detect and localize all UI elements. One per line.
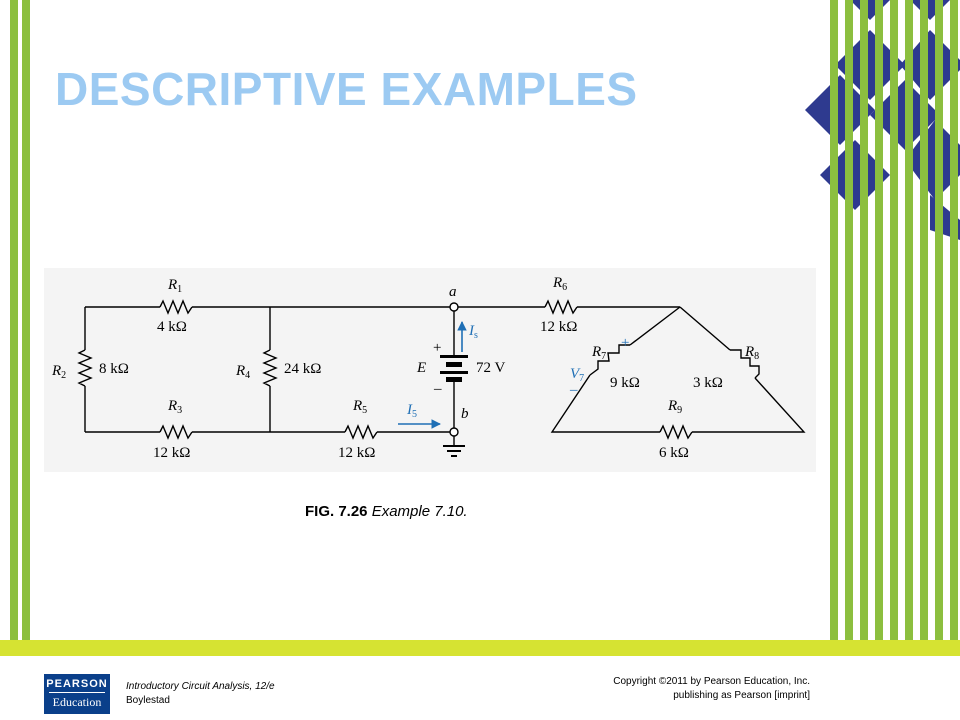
- node-a: [449, 302, 459, 312]
- figure-label: FIG. 7.26: [305, 503, 368, 520]
- v7-minus: –: [569, 382, 578, 398]
- source-minus: –: [433, 381, 442, 397]
- ground-icon: [443, 445, 465, 457]
- r8-label: R8: [744, 344, 759, 362]
- current-i5-label: I5: [406, 402, 417, 420]
- source-name: E: [416, 360, 426, 376]
- source-plus: +: [433, 340, 441, 356]
- book-info: Introductory Circuit Analysis, 12/e Boyl…: [126, 680, 275, 708]
- r7-label: R7: [591, 344, 606, 362]
- book-author: Boylestad: [126, 695, 170, 706]
- figure-text: Example 7.10.: [371, 503, 468, 520]
- r3-label: R3: [167, 398, 182, 416]
- resistor-r4: [262, 349, 278, 387]
- logo-top-text: PEARSON: [46, 678, 108, 690]
- source-value: 72 V: [476, 360, 505, 376]
- logo-bottom-text: Education: [52, 695, 102, 709]
- resistor-r9: [659, 424, 693, 440]
- book-title: Introductory Circuit Analysis, 12/e: [126, 681, 275, 692]
- r1-value: 4 kΩ: [157, 319, 187, 335]
- node-b-label: b: [461, 406, 469, 422]
- r6-value: 12 kΩ: [540, 319, 577, 335]
- green-stripes: [830, 0, 958, 640]
- footer-band: [0, 640, 960, 656]
- r2-value: 8 kΩ: [99, 361, 129, 377]
- left-stripe: [22, 0, 30, 640]
- figure-caption: FIG. 7.26 Example 7.10.: [305, 503, 468, 520]
- copyright-notice: Copyright ©2011 by Pearson Education, In…: [613, 675, 810, 703]
- r2-label: R2: [51, 363, 66, 381]
- pearson-logo: PEARSON Education: [44, 674, 110, 714]
- circuit-diagram: R1 4 kΩ R2 8 kΩ R3 12 kΩ R4 24 kΩ R5 12 …: [51, 275, 806, 461]
- resistor-r2: [77, 349, 93, 387]
- left-stripe: [10, 0, 18, 640]
- v7-plus: +: [621, 335, 629, 351]
- resistor-r1: [159, 299, 193, 315]
- r7-value: 9 kΩ: [610, 375, 640, 391]
- right-decoration: [805, 0, 960, 640]
- logo-divider: [49, 692, 105, 693]
- resistor-r7: [589, 344, 630, 376]
- battery-icon: [440, 355, 468, 382]
- resistor-r3: [159, 424, 193, 440]
- resistor-r5: [344, 424, 378, 440]
- r9-label: R9: [667, 398, 682, 416]
- r1-label: R1: [167, 277, 182, 295]
- r5-value: 12 kΩ: [338, 445, 375, 461]
- wire-delta: [550, 306, 806, 433]
- resistor-r6: [544, 299, 578, 315]
- r3-value: 12 kΩ: [153, 445, 190, 461]
- node-a-label: a: [449, 284, 457, 300]
- r6-label: R6: [552, 275, 567, 293]
- r9-value: 6 kΩ: [659, 445, 689, 461]
- resistor-r8: [730, 349, 760, 379]
- v7-label: V7: [570, 366, 584, 384]
- r4-value: 24 kΩ: [284, 361, 321, 377]
- copyright-line-2: publishing as Pearson [imprint]: [673, 690, 810, 701]
- r8-value: 3 kΩ: [693, 375, 723, 391]
- r5-label: R5: [352, 398, 367, 416]
- current-is-label: Is: [468, 323, 478, 341]
- copyright-line-1: Copyright ©2011 by Pearson Education, In…: [613, 676, 810, 687]
- slide-title: DESCRIPTIVE EXAMPLES: [55, 63, 638, 115]
- node-b: [449, 427, 459, 437]
- r4-label: R4: [235, 363, 250, 381]
